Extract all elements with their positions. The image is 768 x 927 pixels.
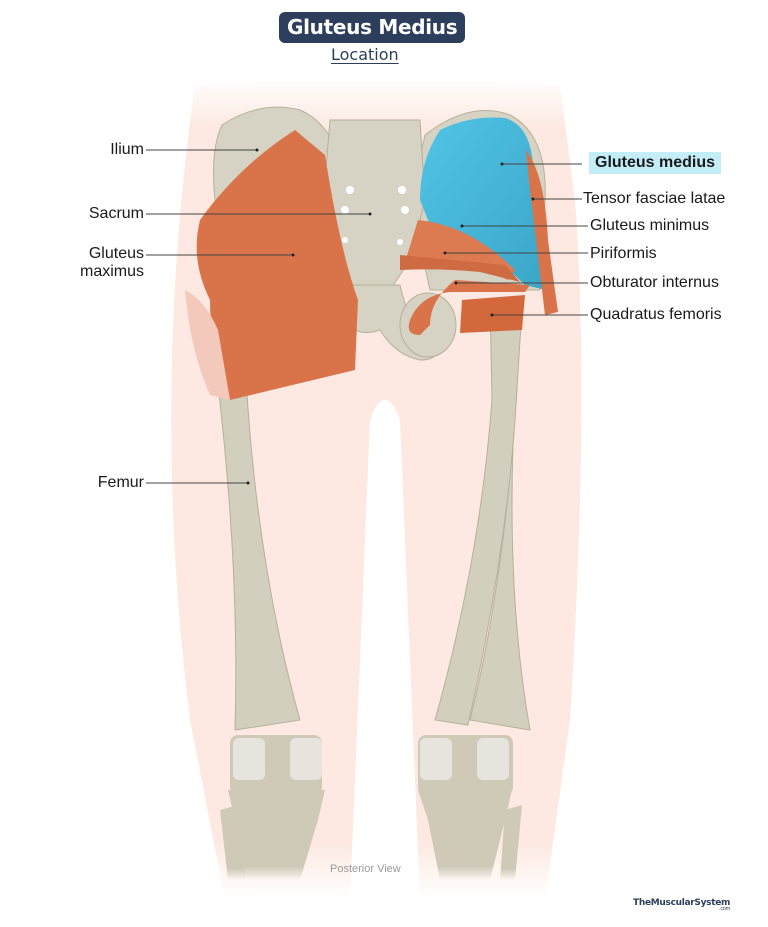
page-title: Gluteus Medius [279, 12, 466, 43]
label-femur: Femur [97, 474, 144, 491]
label-obturator-internus: Obturator internus [590, 274, 719, 291]
label-sacrum: Sacrum [88, 205, 144, 222]
leader-lines [146, 149, 588, 484]
brand-suffix: .com [719, 906, 731, 912]
brand-logo: TheMuscularSystem .com [633, 898, 730, 912]
piriformis-muscle [400, 255, 520, 282]
knee-left [220, 735, 325, 880]
label-gluteus-maximus-line2: maximus [79, 263, 144, 280]
brand-name: TheMuscularSystem [633, 898, 731, 908]
label-tensor-fasciae-latae: Tensor fasciae latae [583, 190, 726, 207]
label-gluteus-medius: Gluteus medius [589, 152, 722, 174]
tensor-fasciae-latae-muscle [526, 150, 558, 315]
page-subtitle: Location [331, 45, 399, 64]
label-gluteus-maximus: Gluteus maximus [80, 245, 144, 281]
knee-right [418, 735, 522, 880]
view-caption: Posterior View [330, 863, 401, 875]
label-gluteus-maximus-line1: Gluteus [88, 245, 144, 262]
femur-left [214, 359, 301, 731]
label-piriformis: Piriformis [590, 245, 657, 262]
obturator-internus-muscle [408, 280, 530, 335]
label-quadratus-femoris: Quadratus femoris [590, 306, 722, 323]
gluteus-maximus-muscle [196, 130, 358, 400]
label-gluteus-minimus: Gluteus minimus [590, 217, 710, 234]
label-ilium: Ilium [110, 141, 144, 158]
gluteus-medius-muscle [420, 117, 546, 290]
